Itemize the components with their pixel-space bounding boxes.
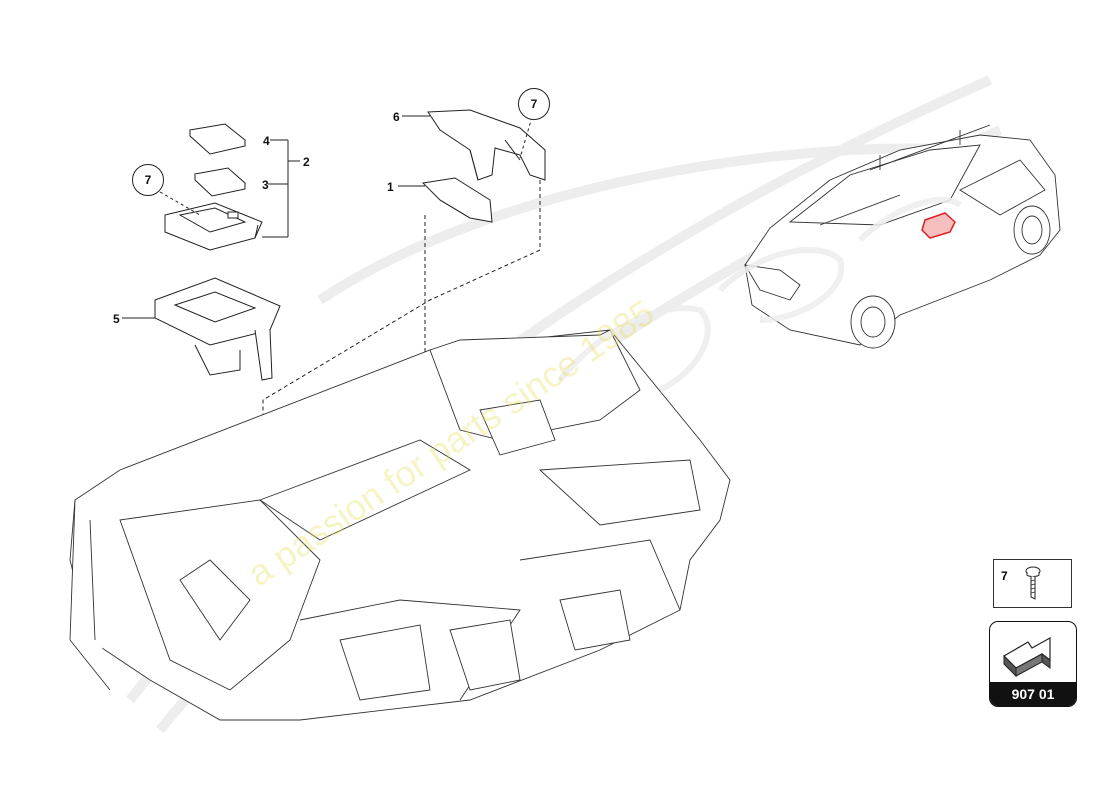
callout-3[interactable]: 3 [262,178,269,192]
floor-pan-assembly [69,329,731,721]
callout-4[interactable]: 4 [263,134,270,148]
watermark-brand [557,196,962,393]
callout-7-right[interactable]: 7 [518,88,550,120]
part-5-bracket [154,277,281,381]
reference-box[interactable]: 907 01 [989,621,1077,707]
control-unit [164,202,263,251]
part-1-duct [421,177,493,223]
callout-6[interactable]: 6 [393,110,400,124]
reference-label: 907 01 [990,682,1076,706]
callout-5[interactable]: 5 [113,312,120,326]
legend-part-number: 7 [1001,569,1008,583]
legend-part-7: 7 [993,559,1072,608]
callout-1[interactable]: 1 [387,180,394,194]
part-6-duct [427,109,546,181]
vehicle-outline [744,124,1061,349]
part-3-cover [193,167,247,197]
callout-2[interactable]: 2 [303,155,310,169]
arrow-page-icon [1003,636,1051,678]
highlight-module [921,212,956,239]
callout-7-left[interactable]: 7 [132,164,164,196]
screw-icon [1025,566,1041,600]
part-4-cover [188,123,247,155]
